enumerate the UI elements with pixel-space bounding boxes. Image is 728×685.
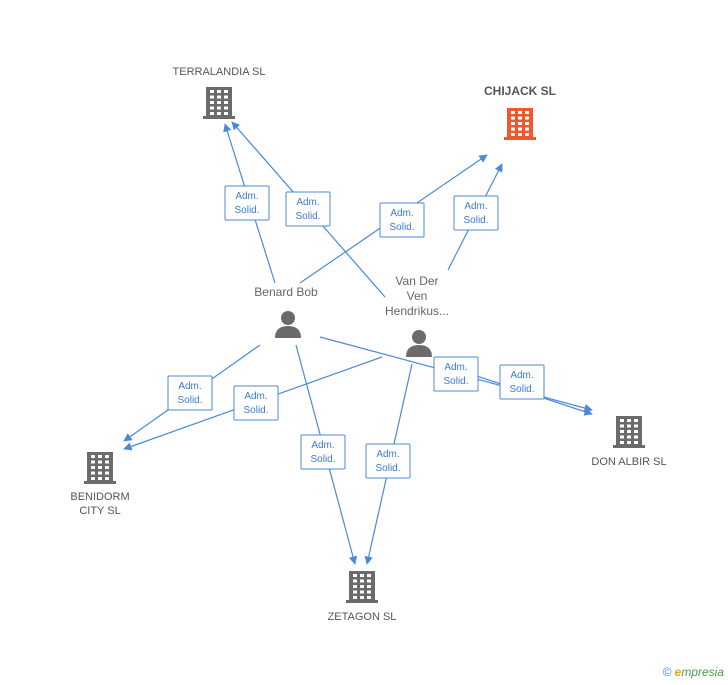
relation-label-line: Adm. [510,370,533,381]
edges-layer [123,121,593,565]
building-icon [346,571,378,603]
relation-label-line: Adm. [244,391,267,402]
relation-label-line: Solid. [375,463,400,474]
relation-label-vander-zetagon[interactable]: Adm. Solid. [365,443,411,479]
person-node-benard[interactable]: Benard Bob [254,285,318,338]
relation-label-line: Solid. [243,405,268,416]
relation-label-line: Adm. [390,208,413,219]
relation-label-vander-terralandia[interactable]: Adm. Solid. [285,191,331,227]
relation-label-vander-don_albir[interactable]: Adm. Solid. [499,364,545,400]
person-label: Benard Bob [254,285,318,299]
company-label: TERRALANDIA SL [173,66,266,78]
relation-label-line: Adm. [464,201,487,212]
relation-label-benard-zetagon[interactable]: Adm. Solid. [300,434,346,470]
person-label: Van Der [395,274,438,288]
building-icon [613,416,645,448]
relation-label-line: Adm. [235,191,258,202]
building-icon [84,452,116,484]
relation-labels-layer: Adm. Solid. Adm. Solid. Adm. Solid. Adm. Solid.… [167,185,545,479]
company-label: CHIJACK SL [484,84,556,98]
relation-label-line: Solid. [443,376,468,387]
relation-label-line: Solid. [177,395,202,406]
copyright-symbol: © [662,665,672,679]
company-label: DON ALBIR SL [591,456,666,468]
relation-label-line: Adm. [178,381,201,392]
company-label: BENIDORM [70,491,129,503]
relation-label-benard-don_albir[interactable]: Adm. Solid. [433,356,479,392]
person-icon [406,330,432,357]
company-node-benidorm[interactable]: BENIDORM CITY SL [70,452,130,517]
relation-label-line: Adm. [376,449,399,460]
relation-label-line: Solid. [310,454,335,465]
relation-label-line: Adm. [444,362,467,373]
relation-label-line: Solid. [463,215,488,226]
brand-logo: ©empresia [663,665,724,679]
brand-initial: e [674,665,682,679]
person-node-vander[interactable]: Van DerVenHendrikus... [385,274,449,357]
relation-label-line: Adm. [311,440,334,451]
company-node-zetagon[interactable]: ZETAGON SL [328,571,397,623]
relation-label-benard-terralandia[interactable]: Adm. Solid. [224,185,270,221]
relation-label-line: Solid. [389,222,414,233]
relation-label-vander-chijack[interactable]: Adm. Solid. [453,195,499,231]
company-label: ZETAGON SL [328,611,397,623]
nodes-layer: TERRALANDIA SL CHIJACK SL DON ALBIR SL BENI… [70,66,666,623]
relation-label-line: Solid. [509,384,534,395]
company-node-chijack[interactable]: CHIJACK SL [484,84,556,140]
company-label: CITY SL [79,505,120,517]
building-icon [504,108,536,140]
relation-label-benard-benidorm[interactable]: Adm. Solid. [167,375,213,411]
person-icon [275,311,301,338]
person-label: Ven [407,289,428,303]
company-node-don_albir[interactable]: DON ALBIR SL [591,416,667,468]
relation-label-line: Solid. [234,205,259,216]
brand-name: mpresia [681,665,724,679]
relation-label-line: Adm. [296,197,319,208]
relation-label-benard-chijack[interactable]: Adm. Solid. [379,202,425,238]
person-label: Hendrikus... [385,304,449,318]
company-node-terralandia[interactable]: TERRALANDIA SL [173,66,266,119]
relation-label-line: Solid. [295,211,320,222]
building-icon [203,87,235,119]
relation-label-vander-benidorm[interactable]: Adm. Solid. [233,385,279,421]
